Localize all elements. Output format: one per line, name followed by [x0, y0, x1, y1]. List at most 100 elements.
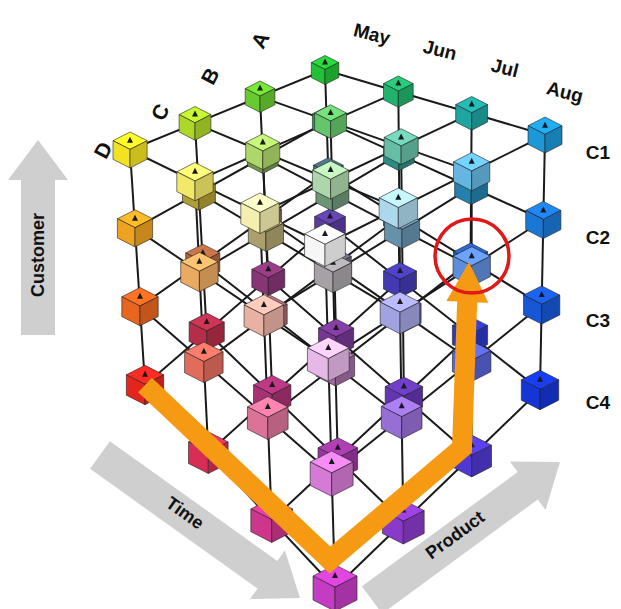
cube-mark [269, 381, 275, 387]
cube-mark [192, 168, 198, 174]
cube-face [384, 137, 401, 164]
cube-face [268, 269, 285, 295]
data-cube [312, 161, 348, 199]
cube-mark [469, 158, 475, 164]
data-cube [384, 129, 418, 165]
cube-face [333, 263, 352, 293]
axis-arrow [8, 140, 68, 335]
data-cube [185, 342, 224, 383]
cube-mark [395, 194, 401, 200]
cube-face [195, 172, 213, 201]
cube-mark [257, 85, 263, 91]
cube-face [540, 380, 559, 410]
data-cube [311, 56, 339, 85]
data-cube [380, 292, 420, 334]
data-cube [244, 295, 284, 337]
cube-face [140, 297, 158, 326]
cube-face [305, 234, 325, 267]
data-cube [313, 565, 357, 609]
lattice-rods [130, 70, 545, 588]
data-cube [384, 76, 414, 107]
cube-face [260, 203, 279, 234]
cube-face [381, 406, 401, 439]
cube-face [199, 262, 218, 292]
cube-mark [401, 383, 407, 389]
cube-mark [257, 199, 263, 205]
cube-face [122, 297, 140, 326]
cube-face [543, 210, 561, 238]
cube-face [325, 234, 345, 267]
cube-face [331, 113, 347, 139]
cube-face [380, 302, 400, 334]
data-cube [524, 286, 560, 324]
cube-face [117, 219, 135, 247]
highlight-circle [435, 219, 509, 293]
cube-face [195, 115, 211, 141]
data-cube [117, 210, 152, 247]
cube-face [113, 141, 130, 168]
data-cube [310, 451, 353, 496]
cube-mark [261, 301, 267, 307]
cube-mark [137, 293, 143, 299]
data-cube [177, 163, 213, 201]
cube-face [325, 63, 339, 85]
cube-mark [196, 258, 202, 264]
cube-face [401, 137, 418, 164]
data-cube [379, 188, 418, 229]
cube-mark [127, 137, 133, 143]
cube-mark [397, 267, 403, 273]
cube-face [179, 115, 195, 141]
cube-mark [539, 291, 545, 297]
cube-mark [397, 298, 403, 304]
data-cube [528, 117, 562, 153]
data-cube [456, 97, 488, 131]
cube-face [472, 162, 490, 191]
cube-face [177, 172, 195, 201]
cube-face [307, 348, 328, 382]
cube-mark [328, 166, 334, 172]
cube-mark [540, 206, 546, 212]
axis-label: Customer [29, 213, 47, 297]
data-cubes [113, 56, 562, 609]
cube-face [241, 203, 260, 234]
drill-path [145, 305, 467, 560]
cube-face [130, 141, 147, 168]
cube-mark [398, 133, 404, 139]
data-cube [179, 107, 211, 141]
cube-face [315, 113, 331, 139]
cube-mark [322, 230, 328, 236]
cube-face [454, 162, 472, 191]
cube-mark [335, 444, 341, 450]
axis-arrow [362, 462, 560, 609]
dimension-member: A [247, 28, 273, 51]
data-cube [181, 252, 218, 291]
cube-face [403, 511, 424, 544]
cube-face [264, 305, 284, 337]
cube-mark [192, 111, 198, 117]
cube-face [246, 142, 263, 169]
cube-mark [399, 402, 405, 408]
axis-arrow [90, 441, 300, 599]
cube-face [328, 348, 349, 382]
data-cube [122, 288, 158, 326]
cube-face [204, 352, 223, 383]
cube-face [472, 105, 488, 131]
data-cube [113, 132, 147, 168]
cube-mark [265, 265, 271, 271]
dimension-member: B [197, 64, 223, 87]
cube-mark [132, 215, 138, 221]
cube-face [244, 305, 264, 337]
cube-mark [201, 348, 207, 354]
cube-mark [537, 376, 543, 382]
cube-mark [542, 122, 548, 128]
dimension-member: May [352, 20, 392, 47]
cube-mark [325, 344, 331, 350]
cube-face [268, 407, 288, 440]
cube-mark [469, 252, 475, 258]
cube-face [335, 576, 357, 609]
cube-face [331, 170, 349, 199]
data-cube [241, 193, 279, 234]
cube-face [524, 295, 542, 324]
dimension-member: C2 [586, 228, 610, 247]
